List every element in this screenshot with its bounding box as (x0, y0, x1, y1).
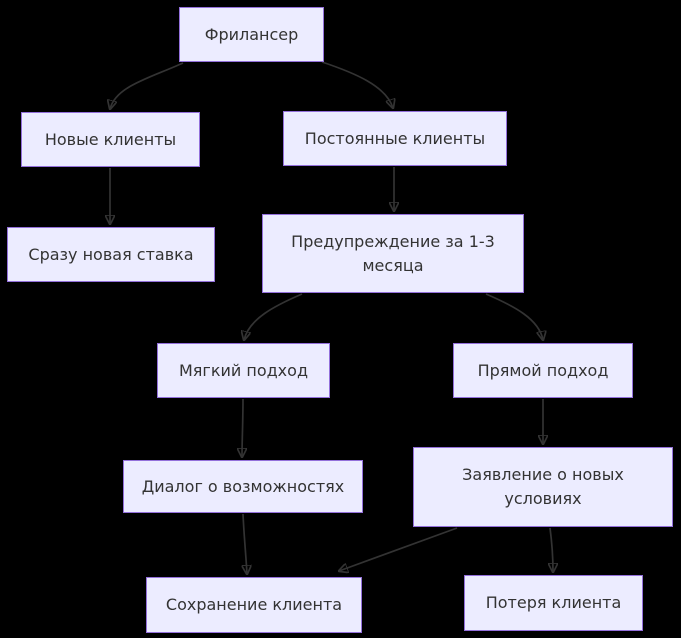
node-retain-client: Сохранение клиента (146, 577, 362, 633)
node-new-rate-label: Сразу новая ставка (28, 244, 194, 264)
edge-warning-to-direct (485, 293, 543, 340)
node-freelancer-label: Фрилансер (204, 24, 299, 44)
edge-warning-to-soft (244, 293, 303, 340)
node-warning-label: Предупреждение за 1-3 месяца (291, 231, 495, 275)
edge-freelancer-to-new-clients (110, 62, 184, 109)
node-new-clients-label: Новые клиенты (44, 129, 177, 149)
edge-dialog-to-retain (243, 513, 247, 574)
node-regular-clients: Постоянные клиенты (283, 111, 507, 166)
node-new-rate: Сразу новая ставка (7, 227, 215, 282)
edge-statement-to-lose (550, 527, 553, 572)
node-retain-client-label: Сохранение клиента (165, 595, 343, 614)
node-soft-approach-label: Мягкий подход (178, 360, 308, 380)
node-new-clients: Новые клиенты (21, 112, 200, 167)
node-statement: Заявление о новых условиях (413, 447, 673, 527)
node-warning: Предупреждение за 1-3 месяца (262, 214, 524, 293)
node-lose-client-label: Потеря клиента (485, 593, 622, 612)
edge-freelancer-to-regular-clients (321, 61, 393, 108)
node-dialog-label: Диалог о возможностях (141, 476, 345, 496)
node-freelancer: Фрилансер (179, 7, 324, 62)
edge-statement-to-retain (339, 527, 458, 571)
node-direct-approach-label: Прямой подход (477, 360, 609, 380)
node-lose-client: Потеря клиента (464, 575, 643, 631)
node-regular-clients-label: Постоянные клиенты (304, 128, 486, 148)
node-direct-approach: Прямой подход (453, 343, 633, 398)
node-dialog: Диалог о возможностях (123, 460, 363, 513)
node-soft-approach: Мягкий подход (157, 343, 330, 398)
edge-soft-to-dialog (242, 398, 243, 457)
node-statement-label: Заявление о новых условиях (462, 465, 624, 508)
